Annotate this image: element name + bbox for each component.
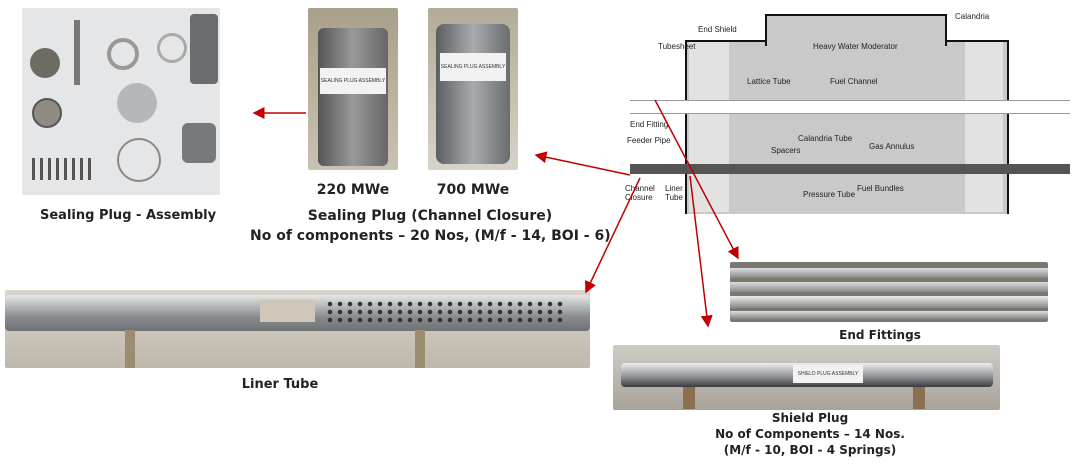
label-gas-annulus: Gas Annulus	[869, 142, 915, 151]
label-pressure-tube: Pressure Tube	[803, 190, 856, 199]
caption-sealing-plug-components: No of components – 20 Nos, (M/f - 14, BO…	[250, 228, 611, 244]
caption-liner-tube: Liner Tube	[241, 377, 319, 392]
plug-label: SEALING PLUG ASSEMBLY	[440, 53, 506, 81]
caption-assembly: Sealing Plug - Assembly	[40, 208, 217, 223]
caption-700-mwe: 700 MWe	[436, 182, 510, 198]
label-channel-closure: Channel Closure	[625, 184, 655, 202]
reactor-diagram: Calandria End Shield Tubesheet Heavy Wat…	[615, 0, 1074, 214]
arrow-to-liner-tube	[585, 177, 641, 294]
label-fuel-channel: Fuel Channel	[830, 77, 878, 86]
label-lattice-tube: Lattice Tube	[747, 77, 791, 86]
sealing-plug-700-photo: SEALING PLUG ASSEMBLY	[428, 8, 518, 170]
end-fittings-photo	[730, 262, 1048, 322]
label-spacers: Spacers	[771, 146, 801, 155]
plug-label: SEALING PLUG ASSEMBLY	[320, 68, 386, 94]
shield-label: SHIELD PLUG ASSEMBLY	[793, 365, 863, 383]
shield-plug-photo: SHIELD PLUG ASSEMBLY	[613, 345, 1000, 410]
caption-sealing-plug-title: Sealing Plug (Channel Closure)	[307, 208, 553, 224]
label-calandria-tube: Calandria Tube	[798, 134, 853, 143]
liner-tube-photo	[5, 290, 590, 368]
caption-shield-plug-breakdown: (M/f - 10, BOI - 4 Springs)	[723, 443, 897, 457]
label-heavy-water-moderator: Heavy Water Moderator	[813, 42, 898, 51]
caption-shield-plug-title: Shield Plug	[771, 411, 849, 425]
arrow-to-sealing-plug	[534, 151, 631, 176]
sealing-plug-assembly-photo	[22, 8, 220, 195]
label-tubesheet: Tubesheet	[658, 42, 696, 51]
label-feeder-pipe: Feeder Pipe	[627, 136, 671, 145]
caption-end-fittings: End Fittings	[839, 328, 921, 342]
label-end-shield: End Shield	[698, 25, 737, 34]
caption-220-mwe: 220 MWe	[316, 182, 390, 198]
arrow-to-end-fittings	[654, 99, 739, 260]
caption-shield-plug-components: No of Components – 14 Nos.	[715, 427, 905, 441]
label-liner-tube: Liner Tube	[665, 184, 683, 202]
label-end-fitting: End Fitting	[630, 120, 669, 129]
sealing-plug-220-photo: SEALING PLUG ASSEMBLY	[308, 8, 398, 170]
label-calandria: Calandria	[955, 12, 990, 21]
arrow-to-shield-plug	[689, 175, 713, 328]
label-fuel-bundles: Fuel Bundles	[857, 184, 904, 193]
